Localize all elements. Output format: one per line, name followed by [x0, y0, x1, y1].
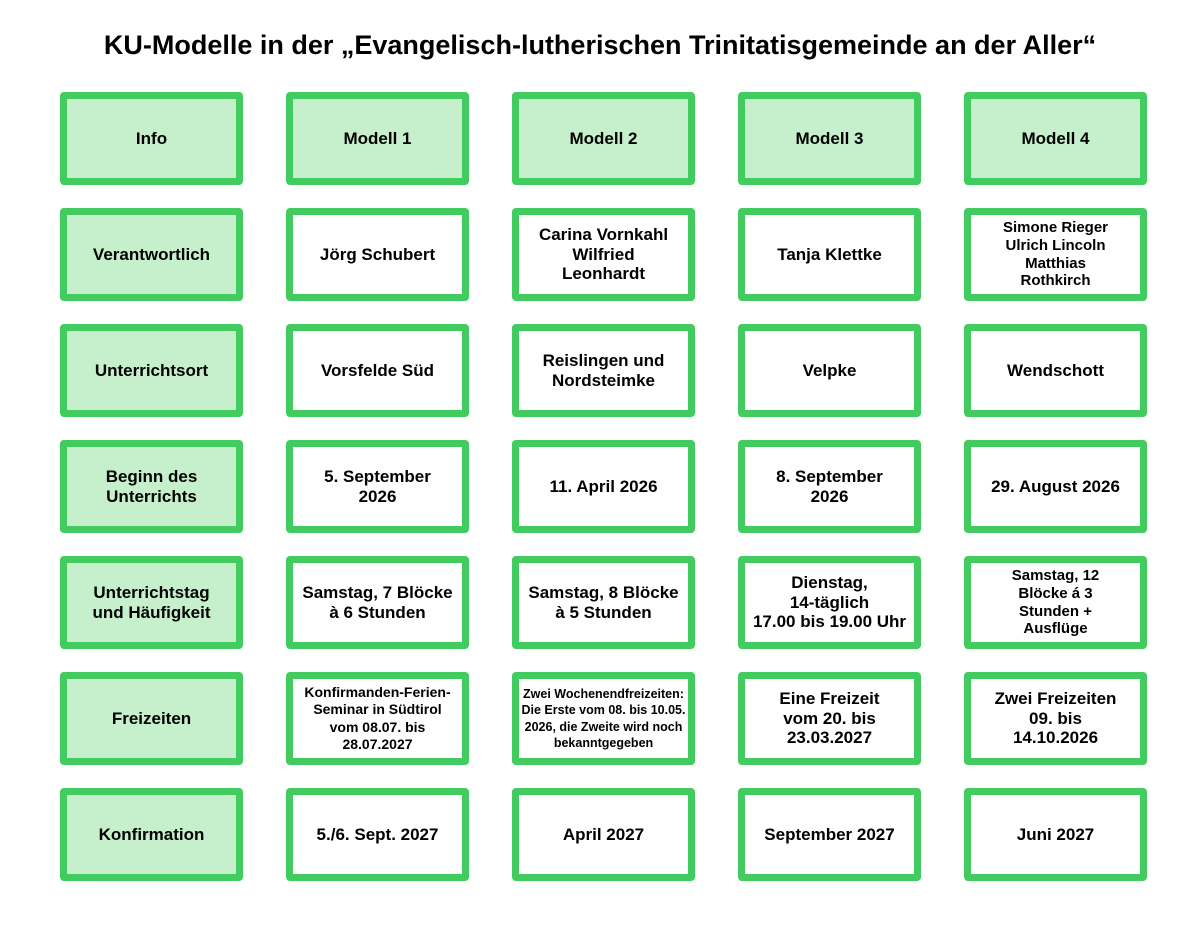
cell-verantwortlich-modell-3: Tanja Klettke — [738, 208, 921, 301]
cell-unterrichtsort-modell-4: Wendschott — [964, 324, 1147, 417]
row-label-unterrichtsort: Unterrichtsort — [60, 324, 243, 417]
page-title: KU-Modelle in der „Evangelisch-lutherisc… — [103, 30, 1097, 60]
cell-beginn-modell-4: 29. August 2026 — [964, 440, 1147, 533]
cell-konfirmation-modell-2: April 2027 — [512, 788, 695, 881]
row-label-konfirmation: Konfirmation — [60, 788, 243, 881]
header-modell-2: Modell 2 — [512, 92, 695, 185]
cell-konfirmation-modell-4: Juni 2027 — [964, 788, 1147, 881]
ku-modelle-table: Info Modell 1 Modell 2 Modell 3 Modell 4… — [60, 92, 1147, 881]
header-info: Info — [60, 92, 243, 185]
row-label-verantwortlich: Verantwortlich — [60, 208, 243, 301]
cell-freizeiten-modell-2: Zwei Wochenendfreizeiten:Die Erste vom 0… — [512, 672, 695, 765]
header-modell-3: Modell 3 — [738, 92, 921, 185]
cell-beginn-modell-2: 11. April 2026 — [512, 440, 695, 533]
cell-unterrichtsort-modell-3: Velpke — [738, 324, 921, 417]
cell-konfirmation-modell-3: September 2027 — [738, 788, 921, 881]
cell-verantwortlich-modell-1: Jörg Schubert — [286, 208, 469, 301]
header-modell-4: Modell 4 — [964, 92, 1147, 185]
row-label-freizeiten: Freizeiten — [60, 672, 243, 765]
cell-konfirmation-modell-1: 5./6. Sept. 2027 — [286, 788, 469, 881]
cell-unterrichtsort-modell-1: Vorsfelde Süd — [286, 324, 469, 417]
header-modell-1: Modell 1 — [286, 92, 469, 185]
